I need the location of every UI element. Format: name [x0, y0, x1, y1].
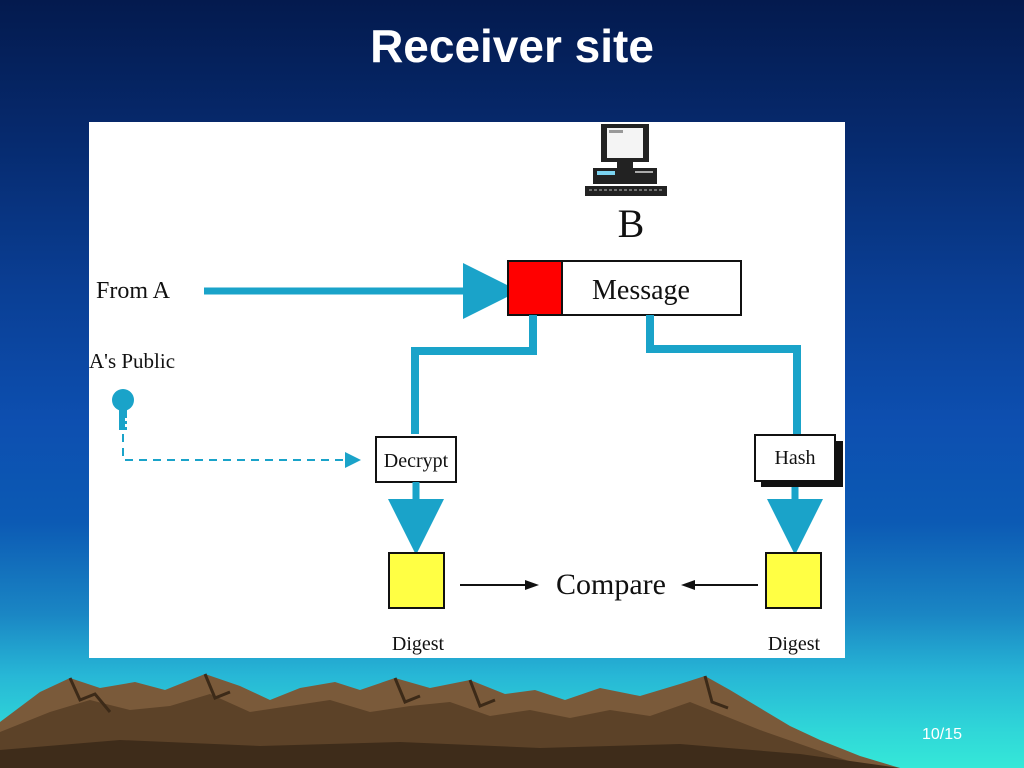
- mountain-decoration: [0, 673, 900, 768]
- receiver-label: B: [618, 201, 645, 246]
- signature-block: [507, 260, 563, 316]
- slide-title: Receiver site: [370, 20, 654, 72]
- key-label: A's Public: [89, 349, 175, 373]
- compare-label: Compare: [556, 568, 666, 601]
- decrypt-label: Decrypt: [384, 450, 449, 472]
- from-label: From A: [96, 278, 171, 304]
- left-compare-arrowhead: [525, 580, 539, 590]
- digest-box-left: [388, 552, 445, 609]
- message-flow-line: [646, 315, 801, 434]
- hash-label: Hash: [774, 447, 815, 469]
- digest-box-right: [765, 552, 822, 609]
- computer-icon: [585, 124, 667, 196]
- digest-left-label: Digest: [392, 633, 445, 655]
- key-dashed-arrow: [122, 434, 347, 461]
- page-number: 10/15: [921, 726, 963, 743]
- signature-flow-line: [411, 315, 537, 434]
- receiver-diagram: B From A Message A's Public Decrypt Hash: [89, 122, 845, 658]
- message-label: Message: [592, 275, 690, 306]
- decrypt-box: [375, 436, 457, 483]
- key-icon: [112, 389, 134, 430]
- hash-box: [754, 434, 836, 482]
- digest-right-label: Digest: [768, 633, 821, 655]
- right-compare-arrowhead: [681, 580, 695, 590]
- message-box: [561, 260, 742, 316]
